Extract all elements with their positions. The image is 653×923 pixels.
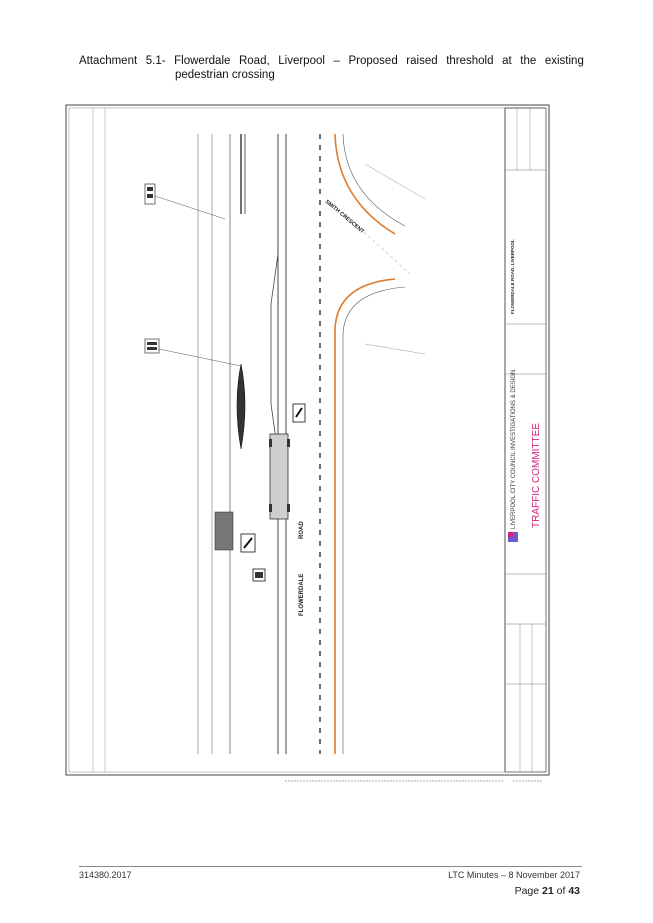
heading-word: threshold: [446, 55, 494, 67]
heading-word: Road,: [238, 55, 270, 67]
traffic-committee-stamp: TRAFFIC COMMITTEE: [531, 423, 542, 528]
heading-word: existing: [544, 55, 584, 67]
page-current: 21: [542, 885, 554, 897]
council-title: LIVERPOOL CITY COUNCIL INVESTIGATIONS & …: [511, 370, 517, 529]
side-road-kerb: [334, 133, 396, 235]
heading-word: at: [502, 55, 512, 67]
page-number: Page 21 of 43: [515, 885, 580, 897]
heading-line-2: pedestrian crossing: [175, 69, 275, 81]
footer-rule: [79, 866, 582, 867]
page-label: Page: [514, 885, 540, 897]
heading-word: 5.1-: [145, 55, 166, 67]
heading-word: Liverpool: [278, 55, 325, 67]
hatched-refuge: [214, 511, 234, 551]
meeting-label: LTC Minutes – 8 November 2017: [448, 870, 580, 880]
heading-word: Attachment: [79, 55, 138, 67]
sheet-border: [65, 104, 550, 776]
raised-threshold: [269, 433, 289, 520]
page-of: of: [556, 885, 566, 897]
street-label-road: ROAD: [299, 521, 305, 539]
hatched-buildout: [236, 363, 246, 450]
page-total: 43: [568, 885, 580, 897]
document-id: 314380.2017: [79, 870, 132, 880]
attachment-heading: Attachment 5.1- Flowerdale Road, Liverpo…: [79, 54, 584, 82]
heading-line-1: Attachment 5.1- Flowerdale Road, Liverpo…: [79, 54, 584, 68]
heading-word: Proposed: [348, 55, 398, 67]
heading-word: Flowerdale: [174, 55, 231, 67]
engineering-drawing: FLOWERDALE ROAD SMITH CRESCENT LIVERPOOL…: [65, 104, 550, 782]
heading-word: –: [333, 55, 340, 67]
heading-word: raised: [406, 55, 438, 67]
heading-word: the: [520, 55, 537, 67]
sheet-inner-border: [68, 107, 547, 773]
sign-post: [144, 338, 160, 354]
street-label-flowerdale: FLOWERDALE: [299, 574, 305, 616]
project-title: FLOWERDALE ROAD, LIVERPOOL: [510, 239, 515, 314]
main-road-kerb-east: [334, 278, 396, 754]
